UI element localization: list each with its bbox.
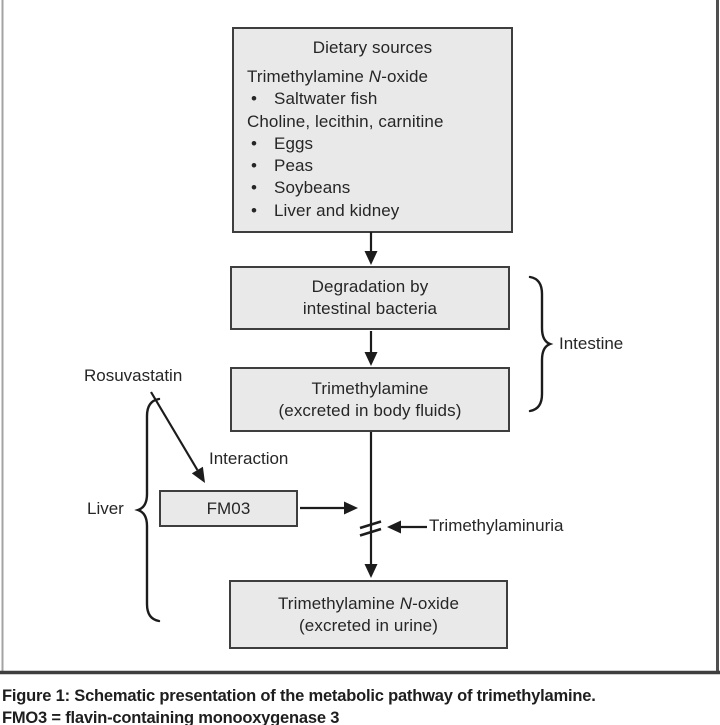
arrow-rosuvastatin-to-fmo3 [150,391,199,471]
bullet-icon: • [251,178,258,198]
trimethylamine-line2: (excreted in body fluids) [278,400,462,420]
dietary-sources-box: Dietary sources Trimethylamine N-oxide •… [232,27,513,233]
trimethylamine-box: Trimethylamine (excreted in body fluids) [230,367,510,432]
list-item-trimethylamine-n-oxide: Trimethylamine N-oxide [247,67,429,86]
bullet-icon: • [251,156,258,176]
fmo3-label: FM03 [206,498,251,518]
liver-label: Liver [87,499,124,518]
list-item-soybeans: •Soybeans [234,177,511,199]
list-item-liver-and-kidney: •Liver and kidney [234,200,511,222]
arrowhead-right-icon [344,501,358,515]
liver-brace [134,397,161,623]
list-item-eggs: •Eggs [234,133,511,155]
bullet-icon: • [251,89,258,109]
caption-line2: FMO3 = flavin-containing monooxygenase 3 [2,709,340,725]
rosuvastatin-label: Rosuvastatin [84,366,183,385]
pathway-block-mark [359,520,382,530]
degradation-line2: intestinal bacteria [302,299,438,318]
pathway-block-mark [359,527,382,537]
interaction-label: Interaction [209,449,289,468]
dietary-sources-list: Trimethylamine N-oxide •Saltwater fish C… [234,66,511,222]
tmao-line2: (excreted in urine) [299,615,438,635]
list-item-choline: Choline, lecithin, carnitine [247,111,444,131]
arrowhead-down-icon [364,352,378,366]
bullet-icon: • [251,200,258,220]
fmo3-box: FM03 [159,490,298,527]
degradation-box: Degradation by intestinal bacteria [230,266,510,330]
trimethylamine-n-oxide-box: Trimethylamine N-oxide (excreted in urin… [229,580,508,649]
arrowhead-down-icon [364,564,378,578]
degradation-line1: Degradation by [311,277,429,296]
trimethylaminuria-label: Trimethylaminuria [429,516,564,535]
arrowhead-diagonal-icon [191,466,205,483]
bullet-icon: • [251,133,258,153]
intestine-label: Intestine [559,334,624,353]
dietary-sources-title: Dietary sources [312,38,433,57]
arrowhead-down-icon [364,251,378,265]
caption-line1: Figure 1: Schematic presentation of the … [2,687,596,705]
tmao-line1: Trimethylamine N-oxide [277,593,460,613]
intestine-brace [528,275,554,413]
list-item-peas: •Peas [234,155,511,177]
list-item-saltwater-fish: •Saltwater fish [234,88,511,110]
figure-caption: Figure 1: Schematic presentation of the … [2,685,718,725]
trimethylamine-line1: Trimethylamine [311,378,429,398]
arrowhead-left-icon [387,520,401,534]
